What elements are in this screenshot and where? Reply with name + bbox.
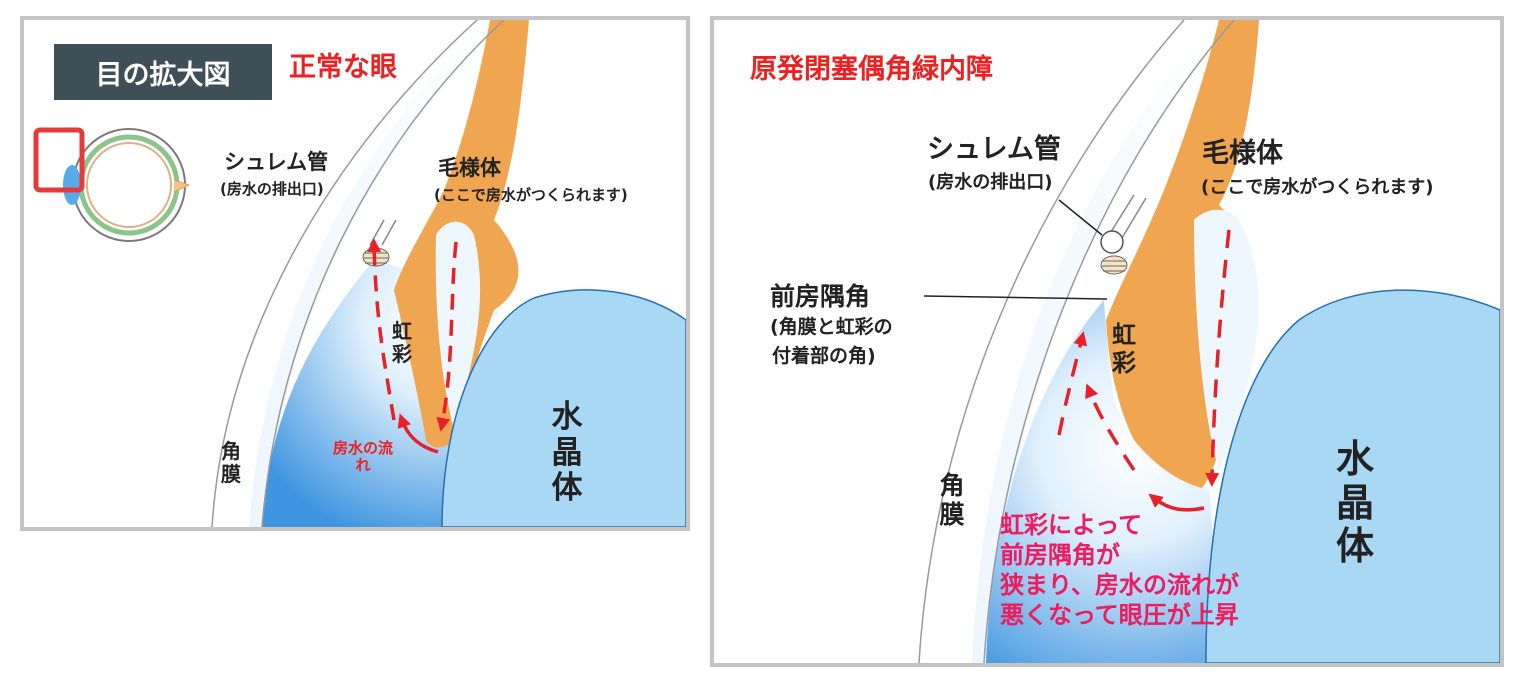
- flow-arrow-bottom: [1148, 493, 1205, 512]
- schlemm-leader-1: [1108, 194, 1135, 236]
- right-ciliary-note: (ここで房水がつくられます): [1201, 177, 1434, 198]
- zoom-title-box: 目の拡大図: [54, 44, 272, 100]
- left-cornea-label: 角膜: [221, 439, 241, 486]
- lens: [441, 289, 686, 527]
- right-ciliary-label: 毛様体: [1202, 138, 1283, 169]
- explanation-text: 虹彩によって 前房隅角が 狭まり、房水の流れが 悪くなって眼圧が上昇: [1000, 510, 1239, 630]
- flow-arrow-down: [436, 241, 458, 432]
- cornea-inner-line: [983, 20, 1235, 663]
- left-schlemm-label: シュレム管: [224, 150, 329, 174]
- left-schlemm-note: (房水の排出口): [220, 180, 324, 198]
- right-iris-label: 虹彩: [1112, 321, 1136, 377]
- right-schlemm-label: シュレム管: [927, 134, 1061, 165]
- left-ciliary-label: 毛様体: [438, 156, 501, 180]
- right-lens-label: 水晶体: [1335, 437, 1374, 569]
- schlemm-leader-2: [1121, 197, 1147, 239]
- left-title: 正常な眼: [289, 52, 397, 83]
- lens: [1205, 289, 1500, 663]
- left-lens-label: 水晶体: [551, 399, 583, 507]
- schlemm-leader-1: [369, 219, 385, 246]
- flow-arrow-down: [1205, 229, 1231, 487]
- explanation-line-1: 虹彩によって: [1000, 511, 1143, 539]
- angle-leader-line: [923, 295, 1108, 300]
- right-schlemm-note: (房水の排出口): [928, 172, 1053, 193]
- right-cornea-label: 角膜: [939, 471, 965, 529]
- schlemm-canal: [1100, 230, 1124, 254]
- schlemm-leader-2: [381, 219, 397, 246]
- normal-eye-panel: 目の拡大図 正常な眼 シュレム管 (房水の排出口) 毛様体 (ここで房水がつくら…: [20, 16, 690, 531]
- flow-arrow-up-outer: [1057, 331, 1088, 436]
- right-angle-label: 前房隅角: [770, 282, 871, 311]
- right-title: 原発閉塞偶角緑内障: [750, 54, 993, 85]
- trabecular-meshwork: [1100, 255, 1128, 275]
- left-iris-label: 虹彩: [392, 319, 412, 366]
- flow-arrow-up-inner: [1085, 383, 1136, 471]
- anterior-chamber: [986, 300, 1214, 663]
- normal-eye-diagram: [33, 20, 686, 527]
- angle-closure-glaucoma-panel: 原発閉塞偶角緑内障 シュレム管 (房水の排出口) 毛様体 (ここで房水がつくられ…: [710, 16, 1504, 667]
- flow-arrow-bottom: [397, 413, 439, 454]
- schlemm-note-leader: [1058, 199, 1103, 236]
- right-angle-note-1: (角膜と虹彩の: [770, 316, 893, 338]
- left-ciliary-note: (ここで房水がつくられます): [434, 186, 628, 204]
- left-flow-label: 房水の流れ: [332, 439, 393, 475]
- explanation-line-4: 悪くなって眼圧が上昇: [1000, 601, 1239, 629]
- flow-arrow-up: [367, 238, 396, 421]
- posterior-chamber: [1194, 209, 1259, 470]
- cornea-outer-line: [918, 20, 1185, 663]
- glaucoma-eye-diagram: [918, 20, 1500, 663]
- cornea-inner-line: [261, 20, 505, 527]
- explanation-line-3: 狭まり、房水の流れが: [1000, 571, 1240, 599]
- right-angle-note-2: 付着部の角): [772, 345, 876, 367]
- explanation-line-2: 前房隅角が: [1000, 541, 1120, 569]
- zoom-highlight-box: [33, 127, 85, 193]
- cornea-outer-line: [211, 20, 478, 527]
